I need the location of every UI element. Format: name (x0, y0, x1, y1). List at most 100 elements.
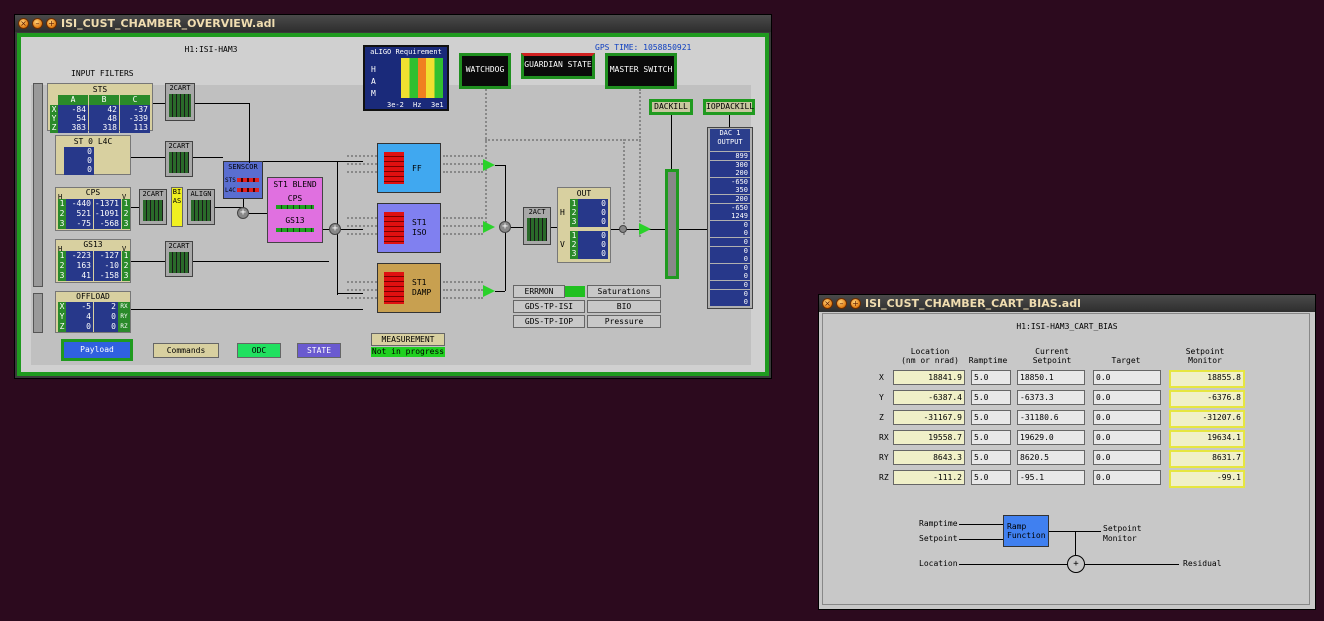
dac-value: 0 (710, 281, 750, 289)
setpoint-monitor-field: -31207.6 (1169, 410, 1245, 428)
close-icon[interactable]: × (822, 298, 833, 309)
ff-indicator (384, 152, 404, 184)
offload-side-bar[interactable] (33, 293, 43, 333)
measurement-button[interactable]: MEASUREMENT (371, 333, 445, 346)
dac-value: 200 (710, 195, 750, 203)
gds-tp-iop-button[interactable]: GDS-TP-IOP (513, 315, 585, 328)
maximize-icon[interactable]: + (46, 18, 57, 29)
st1-blend-block[interactable]: ST1 BLEND CPS GS13 (267, 177, 323, 243)
watchdog-button[interactable]: WATCHDOG (459, 53, 511, 89)
bias-button[interactable]: BIAS (171, 187, 183, 227)
out-title: OUT (576, 189, 592, 198)
iso-label-1: ST1 (412, 218, 427, 227)
cps-2cart-button[interactable]: 2CART (139, 189, 167, 225)
errmon-button[interactable]: ERRMON (513, 285, 565, 298)
sts-2cart-button[interactable]: 2CART (165, 83, 195, 121)
blend-sum-junction: + (329, 223, 341, 235)
ff-block[interactable]: FF (377, 143, 441, 193)
aligo-title: aLIGO Requirement (370, 48, 442, 56)
guardian-state-button[interactable]: GUARDIAN STATE (521, 53, 595, 79)
ramp-function-block: Ramp Function (1003, 515, 1049, 547)
l4c-2cart-button[interactable]: 2CART (165, 141, 193, 177)
ff-output-dots (443, 163, 483, 165)
offload-row-r: RY (118, 312, 130, 322)
payload-button[interactable]: Payload (61, 339, 133, 361)
cart-bias-titlebar[interactable]: × – + ISI_CUST_CHAMBER_CART_BIAS.adl (819, 295, 1315, 312)
ramptime-input[interactable]: 5.0 (971, 470, 1011, 485)
odc-button[interactable]: ODC (237, 343, 281, 358)
offload-value-b: 2 (94, 302, 118, 312)
cps-row-v: 1 (122, 199, 130, 209)
target-input[interactable]: 0.0 (1093, 470, 1161, 485)
blend-cps-indicators (276, 205, 314, 209)
ff-input-dots (347, 155, 377, 157)
bio-button[interactable]: BIO (587, 300, 661, 313)
master-dots (639, 89, 641, 237)
dac-value: 0 (710, 272, 750, 281)
iopdackill-button[interactable]: IOPDACKILL (703, 99, 755, 115)
damp-output-dots (443, 289, 483, 291)
dac-value: 200 (710, 169, 750, 178)
aligo-side-m: M (371, 89, 376, 98)
st1-damp-block[interactable]: ST1 DAMP (377, 263, 441, 313)
2act-button[interactable]: 2ACT (523, 207, 551, 245)
iso-arrow (483, 221, 495, 233)
align-button[interactable]: ALIGN (187, 189, 215, 225)
dac-switch-bar[interactable] (665, 169, 679, 279)
ramptime-input[interactable]: 5.0 (971, 450, 1011, 465)
damp-output-dots (443, 281, 483, 283)
st1-iso-block[interactable]: ST1 ISO (377, 203, 441, 253)
close-icon[interactable]: × (18, 18, 29, 29)
ramptime-input[interactable]: 5.0 (971, 410, 1011, 425)
dac-value: 1249 (710, 212, 750, 221)
cps-value-h: -440 (66, 199, 93, 209)
dackill-button[interactable]: DACKILL (649, 99, 693, 115)
gds-tp-isi-button[interactable]: GDS-TP-ISI (513, 300, 585, 313)
overview-titlebar[interactable]: × – + ISI_CUST_CHAMBER_OVERVIEW.adl (15, 15, 771, 32)
target-input[interactable]: 0.0 (1093, 390, 1161, 405)
wire (551, 227, 557, 228)
watchdog-dots (485, 89, 487, 227)
maximize-icon[interactable]: + (850, 298, 861, 309)
cps-row-h: 1 (58, 199, 66, 209)
dac-value: 300 (710, 160, 750, 169)
gs13-2cart-button[interactable]: 2CART (165, 241, 193, 277)
st0-l4c-title: ST 0 L4C (73, 137, 113, 146)
minimize-icon[interactable]: – (32, 18, 43, 29)
diagram-wire (1085, 564, 1179, 565)
ramptime-input[interactable]: 5.0 (971, 390, 1011, 405)
commands-button[interactable]: Commands (153, 343, 219, 358)
dac-value: 0 (710, 220, 750, 229)
target-input[interactable]: 0.0 (1093, 430, 1161, 445)
blend-gs13-label: GS13 (285, 216, 305, 225)
sensor-correction-block[interactable]: SENSCOR STS L4C (223, 161, 263, 199)
pressure-button[interactable]: Pressure (587, 315, 661, 328)
aligo-requirement-panel[interactable]: aLIGO Requirement H A M 3e-2 Hz 3e1 (363, 45, 449, 111)
saturations-button[interactable]: Saturations (587, 285, 661, 298)
target-input[interactable]: 0.0 (1093, 370, 1161, 385)
damp-arrow (483, 285, 495, 297)
minimize-icon[interactable]: – (836, 298, 847, 309)
ramptime-input[interactable]: 5.0 (971, 430, 1011, 445)
ramptime-input[interactable]: 5.0 (971, 370, 1011, 385)
target-input[interactable]: 0.0 (1093, 410, 1161, 425)
state-button[interactable]: STATE (297, 343, 341, 358)
sts-col-b: B (89, 95, 119, 105)
master-switch-button[interactable]: MASTER SWITCH (605, 53, 677, 89)
gps-time: GPS TIME: 1058850921 (595, 43, 692, 52)
aligo-axis-unit: Hz (413, 101, 422, 109)
out-value: 0 (578, 199, 608, 209)
input-side-bar[interactable] (33, 83, 43, 287)
st0-l4c-panel[interactable]: ST 0 L4C 0 0 0 (55, 135, 131, 175)
target-input[interactable]: 0.0 (1093, 450, 1161, 465)
damp-label-2: DAMP (412, 288, 432, 297)
aligo-axis-high: 3e1 (431, 101, 444, 109)
dac-junction (619, 225, 627, 233)
wire (611, 229, 651, 230)
